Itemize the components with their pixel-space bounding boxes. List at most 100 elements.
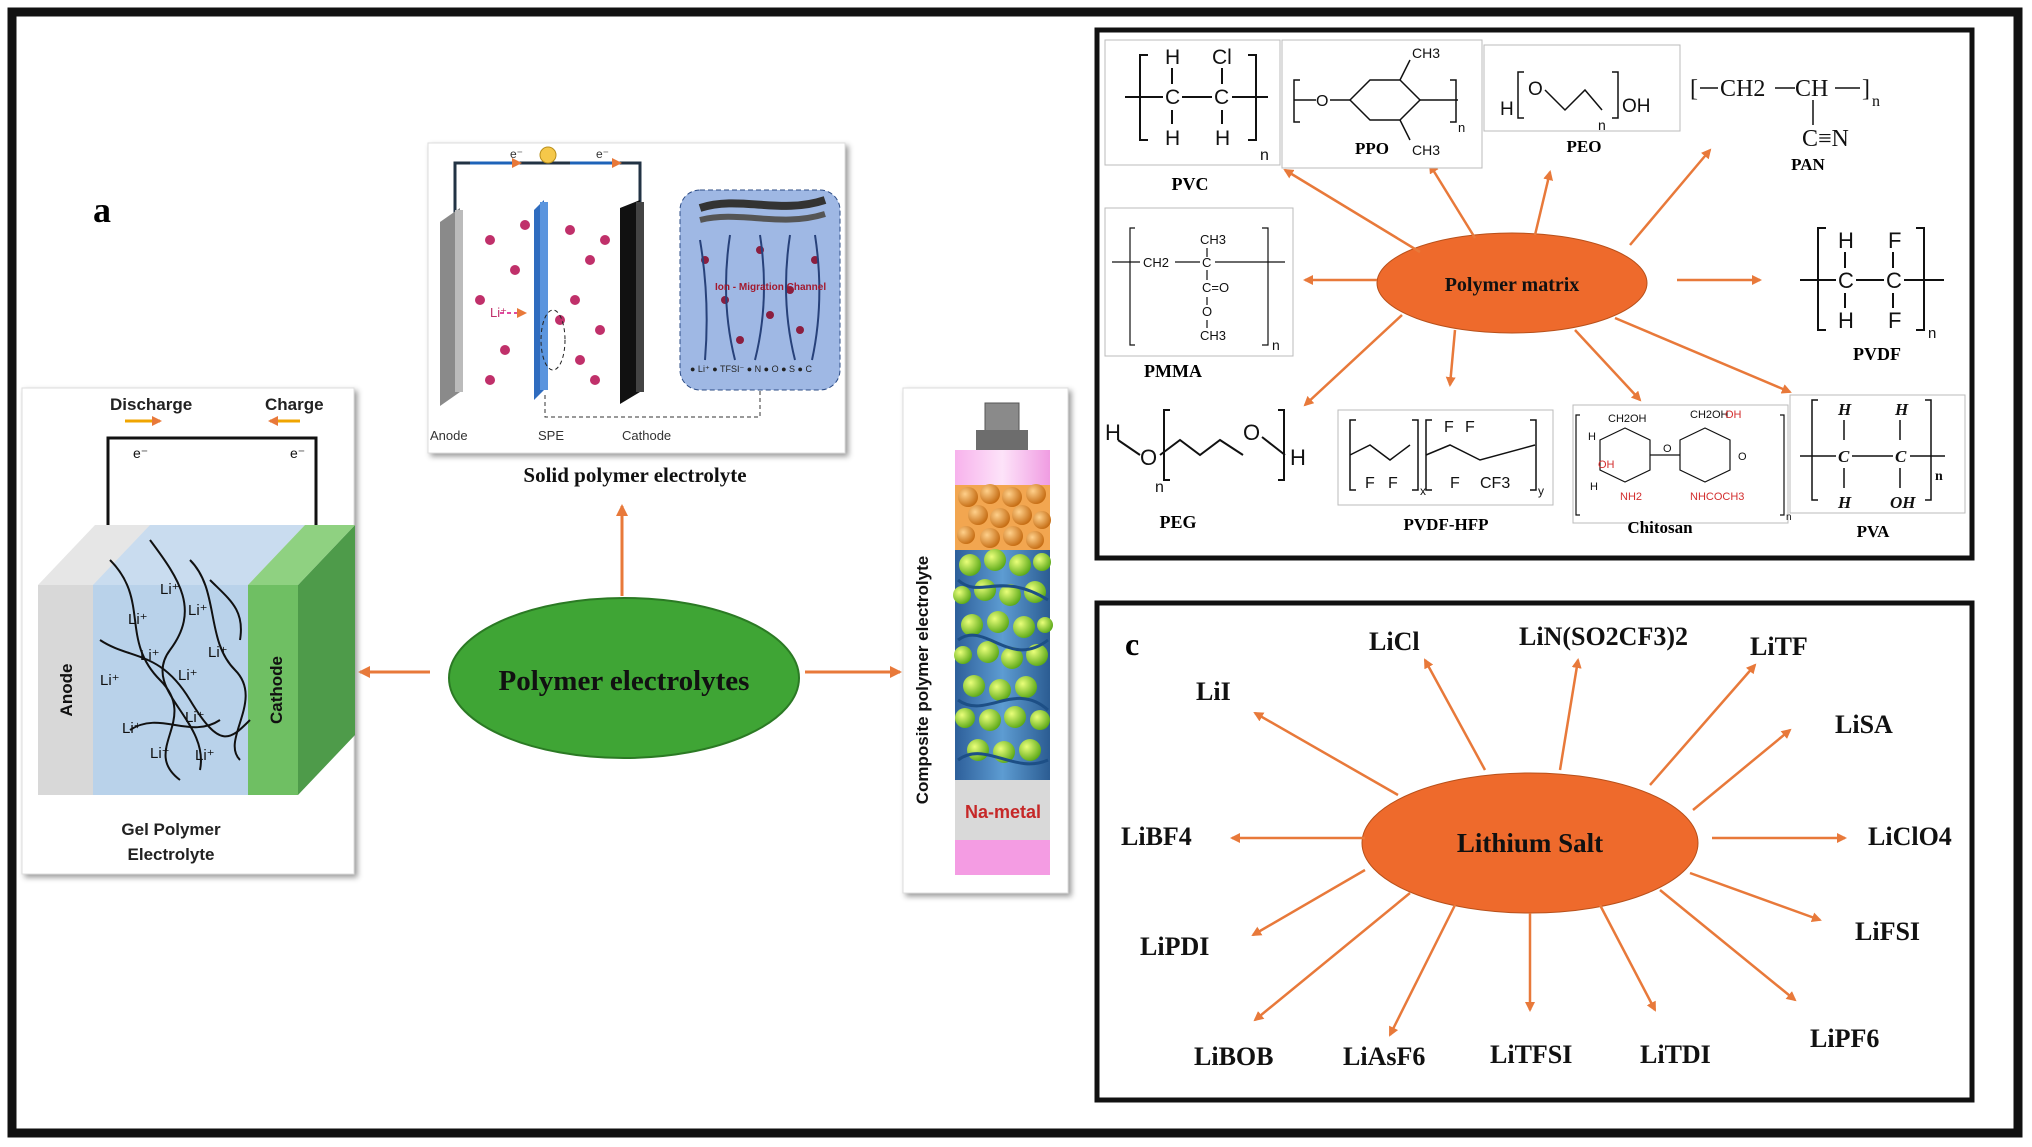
salt-lisa: LiSA <box>1835 710 1893 739</box>
svg-text:H: H <box>1500 99 1514 120</box>
svg-text:H: H <box>1837 493 1852 512</box>
salt-liclo4: LiClO4 <box>1868 822 1952 851</box>
svg-text:n: n <box>1155 479 1164 496</box>
gel-li: Li⁺ <box>122 720 142 737</box>
pmma-label: PMMA <box>1144 361 1202 381</box>
svg-text:CH2: CH2 <box>1720 76 1765 102</box>
svg-text:O: O <box>1528 79 1543 100</box>
panel-b: b Polymer matrix HCl C C <box>1094 27 1975 561</box>
svg-text:H: H <box>1165 46 1180 69</box>
salt-litf: LiTF <box>1750 632 1808 661</box>
salt-lii: LiI <box>1196 677 1231 706</box>
pan-structure: [ CH2 CH ] n C≡N <box>1690 76 1880 152</box>
salt-litdi: LiTDI <box>1640 1040 1711 1069</box>
gel-li: Li⁺ <box>195 747 215 764</box>
gel-li: Li⁺ <box>178 667 198 684</box>
svg-text:CH3: CH3 <box>1200 328 1226 343</box>
pmma-structure: CH2 C CH3 C=O O CH3 n <box>1104 207 1294 357</box>
svg-text:H: H <box>1894 400 1909 419</box>
spe-li: Li⁺ <box>490 305 507 320</box>
svg-text:F: F <box>1465 419 1475 436</box>
svg-text:O: O <box>1663 443 1672 455</box>
salt-licl: LiCl <box>1369 627 1420 656</box>
salt-litfsi: LiTFSI <box>1490 1040 1572 1069</box>
composite-label: Composite polymer electrolyte <box>913 556 932 804</box>
polymer-electrolytes-ellipse <box>448 597 800 759</box>
gel-li: Li⁺ <box>128 611 148 628</box>
panel-a: a Polymer electrolytes e⁻ e⁻ <box>21 142 1069 894</box>
ppo-structure: O CH3 CH3 n <box>1281 39 1483 169</box>
salt-liasf6: LiAsF6 <box>1343 1042 1425 1071</box>
svg-text:F: F <box>1888 228 1901 253</box>
svg-text:CH3: CH3 <box>1412 142 1440 158</box>
spe-spe: SPE <box>538 428 564 443</box>
svg-text:Cl: Cl <box>1212 46 1232 69</box>
svg-text:OH: OH <box>1598 459 1615 471</box>
svg-text:CF3: CF3 <box>1480 475 1510 492</box>
svg-text:CH3: CH3 <box>1412 45 1440 61</box>
salt-lin-so2cf3: LiN(SO2CF3)2 <box>1519 622 1688 651</box>
svg-text:CH2OH: CH2OH <box>1608 413 1647 425</box>
svg-text:H: H <box>1105 420 1121 445</box>
svg-text:H: H <box>1165 127 1180 150</box>
svg-text:n: n <box>1786 512 1792 523</box>
svg-text:H: H <box>1588 431 1596 443</box>
gel-li: Li⁺ <box>188 602 208 619</box>
svg-text:C≡N: C≡N <box>1802 126 1849 152</box>
svg-text:O: O <box>1202 304 1212 319</box>
svg-text:OH: OH <box>1622 96 1651 117</box>
svg-text:O: O <box>1243 420 1260 445</box>
panel-c-letter: c <box>1125 626 1139 662</box>
svg-text:F: F <box>1450 475 1460 492</box>
svg-text:O: O <box>1316 93 1328 110</box>
svg-text:n: n <box>1272 337 1280 353</box>
panel-c: c Lithium Salt LiI LiCl LiN(SO2CF3)2 LiT… <box>1094 600 1975 1103</box>
svg-text:CH3: CH3 <box>1200 232 1226 247</box>
gel-charge: Charge <box>265 395 324 414</box>
svg-text:C: C <box>1214 86 1229 109</box>
svg-text:H: H <box>1290 445 1306 470</box>
svg-text:n: n <box>1872 93 1880 110</box>
lithium-salt-label: Lithium Salt <box>1457 828 1603 858</box>
svg-text:F: F <box>1365 475 1375 492</box>
gel-li: Li⁺ <box>140 647 160 664</box>
peo-label: PEO <box>1567 137 1602 156</box>
gel-anode: Anode <box>57 664 76 717</box>
gel-li: Li⁺ <box>185 709 205 726</box>
svg-text:F: F <box>1444 419 1454 436</box>
gel-illustration: Discharge Charge e⁻ e⁻ Anode Cathode <box>21 387 355 875</box>
svg-text:]: ] <box>1862 76 1870 102</box>
svg-text:H: H <box>1215 127 1230 150</box>
gel-li: Li⁺ <box>100 672 120 689</box>
svg-text:n: n <box>1260 147 1269 164</box>
svg-text:C: C <box>1886 268 1902 293</box>
svg-text:[: [ <box>1690 76 1698 102</box>
gel-e2: e⁻ <box>290 445 305 461</box>
svg-text:n: n <box>1598 117 1606 133</box>
peg-label: PEG <box>1159 512 1196 532</box>
gel-li: Li⁺ <box>208 644 228 661</box>
peg-structure: H O O H n <box>1105 409 1306 496</box>
polymer-matrix-ellipse <box>1376 232 1648 334</box>
peo-structure: H O n OH <box>1483 44 1681 133</box>
gel-e1: e⁻ <box>133 445 148 461</box>
composite-metal: Na-metal <box>965 802 1041 822</box>
spe-legend: ● Li⁺ ● TFSI⁻ ● N ● O ● S ● C <box>690 364 812 374</box>
svg-text:NH2: NH2 <box>1620 491 1642 503</box>
gel-discharge: Discharge <box>110 395 192 414</box>
chitosan-label: Chitosan <box>1627 518 1693 537</box>
spe-e2: e⁻ <box>596 147 609 161</box>
spe-e1: e⁻ <box>510 147 523 161</box>
svg-text:H: H <box>1838 228 1854 253</box>
svg-text:F: F <box>1388 475 1398 492</box>
svg-text:CH2OH: CH2OH <box>1690 409 1729 421</box>
chitosan-structure: O CH2OH CH2OH OH NH2 OH NHCOCH3 HH O n <box>1572 404 1792 524</box>
gel-caption-1: Gel Polymer <box>121 820 221 839</box>
svg-text:C: C <box>1838 447 1850 466</box>
svg-text:C: C <box>1895 447 1907 466</box>
svg-text:n: n <box>1928 325 1936 342</box>
spe-illustration: e⁻ e⁻ Li⁺ <box>427 142 846 454</box>
